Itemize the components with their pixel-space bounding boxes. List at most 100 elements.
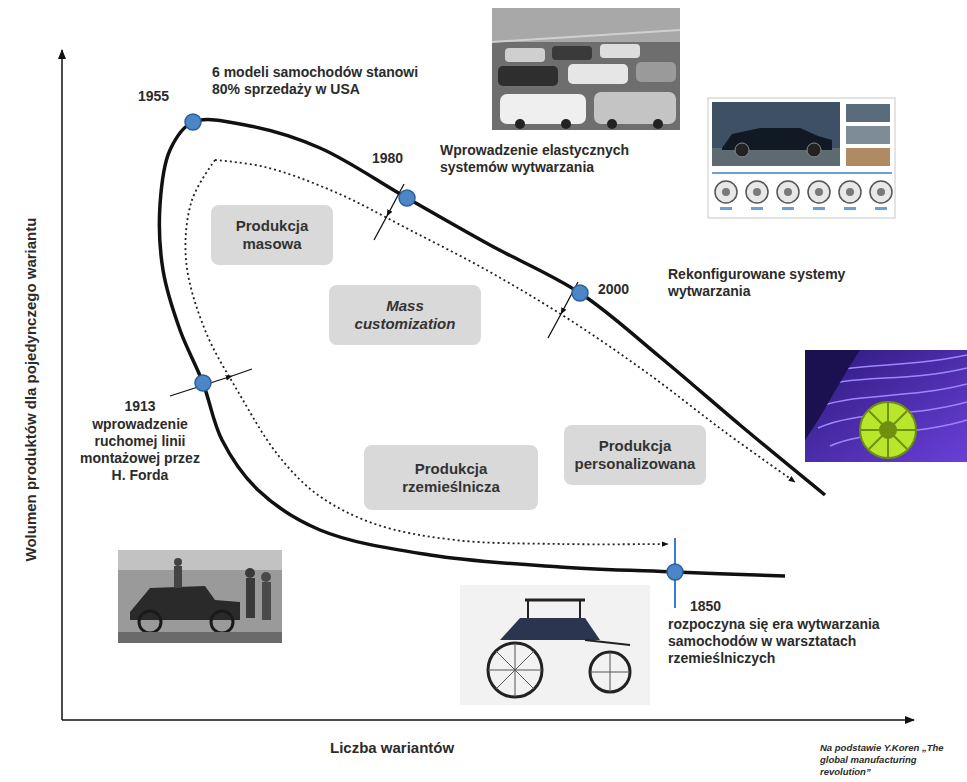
ford-line-photo (246, 578, 255, 618)
carriage-photo (500, 618, 600, 640)
year-label: 1980 (372, 150, 428, 167)
carriage-photo (460, 585, 650, 705)
milestone-note: rozpoczyna się era wytwarzania samochodó… (668, 616, 883, 667)
factory-photo (515, 119, 525, 129)
process-band: Produkcja masowa (211, 205, 333, 265)
configurator-screenshot (875, 207, 887, 210)
milestone-note: Wprowadzenie elastycznych systemów wytwa… (440, 142, 682, 176)
ford-line-photo (261, 572, 271, 582)
milestone-note: 6 modeli samochodów stanowi 80% sprzedaż… (212, 64, 440, 98)
configurator-screenshot (720, 207, 887, 210)
configurator-screenshot (735, 143, 749, 157)
factory-photo (492, 8, 680, 130)
configurator-screenshot (844, 207, 856, 210)
factory-photo (492, 30, 680, 42)
x-axis (62, 719, 914, 721)
y-axis (61, 50, 63, 720)
factory-photo (492, 8, 680, 130)
configurator-screenshot (877, 188, 885, 196)
year-label: 2000 (598, 281, 654, 298)
ford-line-photo (174, 558, 182, 566)
milestone-dot (667, 564, 683, 580)
carriage-photo (590, 652, 630, 692)
year-label: 1850 (690, 598, 750, 615)
configurator-screenshot (839, 181, 861, 203)
transition-tick (170, 376, 232, 396)
ford-line-photo (211, 611, 233, 633)
milestone-note: Rekonfigurowane systemy wytwarzania (668, 266, 893, 300)
transition-tick (170, 184, 578, 396)
configurator-screenshot (722, 188, 885, 196)
year-label: 1955 (138, 88, 194, 105)
configurator-screenshot (807, 143, 821, 157)
band-label: Produkcja masowa (219, 217, 325, 253)
carriage-photo (488, 643, 542, 697)
process-band: Mass customization (329, 285, 481, 345)
printed-car-photo (869, 411, 907, 449)
milestone-note: wprowadzenie ruchomej linii montażowej p… (72, 416, 208, 484)
configurator-screenshot (777, 181, 799, 203)
factory-photo (505, 48, 545, 62)
factory-photo (600, 44, 640, 58)
year-label: 1913 (105, 398, 175, 415)
factory-photo (653, 119, 663, 129)
configurator-screenshot (846, 126, 890, 144)
printed-car-photo (869, 411, 907, 449)
ford-line-photo (139, 611, 161, 633)
milestone-dot (185, 114, 201, 130)
factory-photo (552, 46, 592, 60)
configurator-screenshot (708, 98, 895, 218)
ford-line-photo (118, 550, 282, 643)
factory-photo (498, 66, 558, 86)
ford-line-photo (262, 582, 271, 620)
factory-photo (594, 92, 676, 124)
factory-photo (568, 64, 628, 84)
configurator-screenshot (746, 181, 768, 203)
ford-line-photo (118, 550, 282, 570)
configurator-screenshot (751, 207, 763, 210)
carriage-photo (590, 672, 630, 673)
configurator-screenshot (720, 207, 732, 210)
configurator-screenshot (784, 188, 792, 196)
configurator-screenshot (846, 104, 890, 122)
configurator-screenshot (808, 181, 830, 203)
milestone-dot (572, 285, 588, 301)
process-band: Produkcja personalizowana (564, 425, 706, 485)
configurator-screenshot (753, 188, 761, 196)
printed-car-photo (860, 402, 916, 458)
band-label: Produkcja personalizowana (572, 437, 698, 473)
transition-tick (548, 314, 561, 338)
configurator-screenshot (722, 188, 730, 196)
milestone-dot (399, 190, 415, 206)
source-note: Na podstawie Y.Koren „The global manufac… (820, 742, 958, 778)
configurator-screenshot (715, 181, 737, 203)
ford-line-photo (118, 632, 282, 643)
configurator-screenshot (846, 148, 890, 166)
configurator-screenshot (712, 172, 892, 174)
printed-car-photo (805, 350, 860, 440)
ford-line-photo (245, 568, 255, 578)
band-label: Produkcja rzemieślnicza (372, 460, 530, 496)
factory-photo (492, 8, 680, 42)
carriage-photo (496, 651, 534, 689)
configurator-screenshot (715, 181, 892, 203)
printed-car-photo (805, 350, 967, 462)
factory-photo (561, 119, 571, 129)
carriage-photo (525, 599, 585, 602)
carriage-photo (585, 640, 630, 645)
factory-photo (607, 119, 617, 129)
carriage-photo (488, 643, 630, 697)
configurator-screenshot (870, 181, 892, 203)
factory-photo (636, 62, 676, 82)
transition-tick (374, 216, 387, 240)
dotted-trend-arrow (185, 160, 668, 544)
transition-tick (232, 369, 252, 376)
configurator-screenshot (708, 98, 895, 218)
axis-title: Wolumen produktów dla pojedynczego waria… (21, 130, 40, 650)
process-band: Produkcja rzemieślnicza (364, 445, 538, 510)
configurator-screenshot (846, 188, 854, 196)
axis-title: Liczba wariantów (330, 738, 550, 757)
printed-car-photo (805, 350, 967, 462)
